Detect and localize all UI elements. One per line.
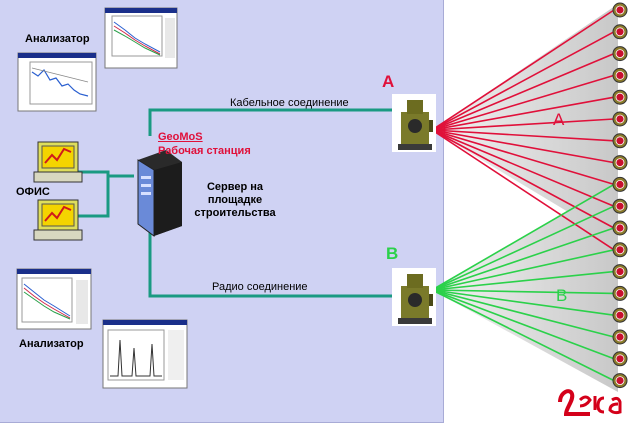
analyzer-window-bottom-small bbox=[16, 268, 92, 330]
prism-reflector bbox=[612, 89, 628, 105]
geomos-label: GeoMoS bbox=[158, 131, 203, 143]
station-b-label: B bbox=[386, 244, 399, 263]
fan-b-area bbox=[432, 182, 618, 392]
server-label-line2: площадке bbox=[207, 194, 263, 206]
prism-reflector bbox=[612, 46, 628, 62]
radio-link bbox=[148, 228, 394, 298]
analyzer-window-top-large bbox=[17, 52, 97, 112]
ray-a bbox=[431, 129, 615, 142]
ray-a bbox=[431, 129, 615, 164]
fan-b-label: B bbox=[556, 286, 568, 305]
prism-reflector bbox=[612, 2, 628, 18]
analyzer-window-top-small bbox=[104, 7, 178, 69]
ray-b bbox=[431, 270, 615, 291]
analyzer-window-bottom-large bbox=[102, 319, 188, 389]
prism-reflector bbox=[612, 329, 628, 345]
prism-reflector bbox=[612, 198, 628, 214]
ray-b bbox=[431, 249, 615, 291]
office-computer-1 bbox=[33, 141, 83, 183]
prism-reflector bbox=[612, 307, 628, 323]
office-link-1 bbox=[78, 170, 134, 178]
ray-a bbox=[431, 9, 615, 131]
ray-b bbox=[431, 289, 615, 295]
workstation-label: Рабочая станция bbox=[158, 145, 251, 157]
ray-a bbox=[431, 31, 615, 131]
prism-reflector bbox=[612, 285, 628, 301]
ray-a bbox=[431, 118, 615, 131]
ray-b bbox=[431, 227, 615, 291]
prism-reflector bbox=[612, 351, 628, 367]
ray-a bbox=[431, 129, 615, 229]
ray-b bbox=[431, 289, 615, 382]
prism-reflector bbox=[612, 373, 628, 389]
cable-connection-label: Кабельное соединение bbox=[230, 97, 349, 109]
prism-reflector bbox=[612, 155, 628, 171]
total-station-a bbox=[392, 94, 436, 152]
office-label: ОФИС bbox=[16, 186, 50, 198]
analyzer-label-bottom: Анализатор bbox=[19, 338, 84, 350]
leica-logo bbox=[558, 389, 622, 416]
cable-link bbox=[148, 108, 394, 136]
analyzer-label-top: Анализатор bbox=[25, 33, 90, 45]
ray-b bbox=[431, 289, 615, 316]
server-label-line3: строительства bbox=[194, 207, 276, 219]
prism-reflector bbox=[612, 176, 628, 192]
ray-b bbox=[431, 289, 615, 338]
prism-reflector bbox=[612, 24, 628, 40]
prism-reflector bbox=[612, 220, 628, 236]
ray-b bbox=[431, 205, 615, 291]
ray-a bbox=[431, 74, 615, 131]
server-tower bbox=[137, 150, 182, 237]
office-link-2 bbox=[78, 176, 110, 218]
server-label-line1: Сервер на bbox=[206, 181, 264, 193]
prism-reflector bbox=[612, 133, 628, 149]
fan-a-label: A bbox=[553, 110, 565, 129]
ray-a bbox=[431, 52, 615, 131]
ray-b bbox=[431, 289, 615, 360]
ray-a bbox=[431, 129, 615, 186]
network-links bbox=[78, 108, 394, 298]
prism-reflector bbox=[612, 264, 628, 280]
radio-connection-label: Радио соединение bbox=[212, 281, 308, 293]
prism-reflector bbox=[612, 242, 628, 258]
prism-reflector bbox=[612, 111, 628, 127]
ray-a bbox=[431, 129, 615, 251]
ray-b bbox=[431, 183, 615, 291]
total-station-b bbox=[392, 268, 436, 326]
station-a-label: A bbox=[382, 72, 395, 91]
prism-reflector bbox=[612, 67, 628, 83]
ray-a bbox=[431, 129, 615, 207]
ray-a bbox=[431, 96, 615, 131]
office-computer-2 bbox=[33, 199, 83, 241]
fan-a-area bbox=[432, 4, 618, 242]
